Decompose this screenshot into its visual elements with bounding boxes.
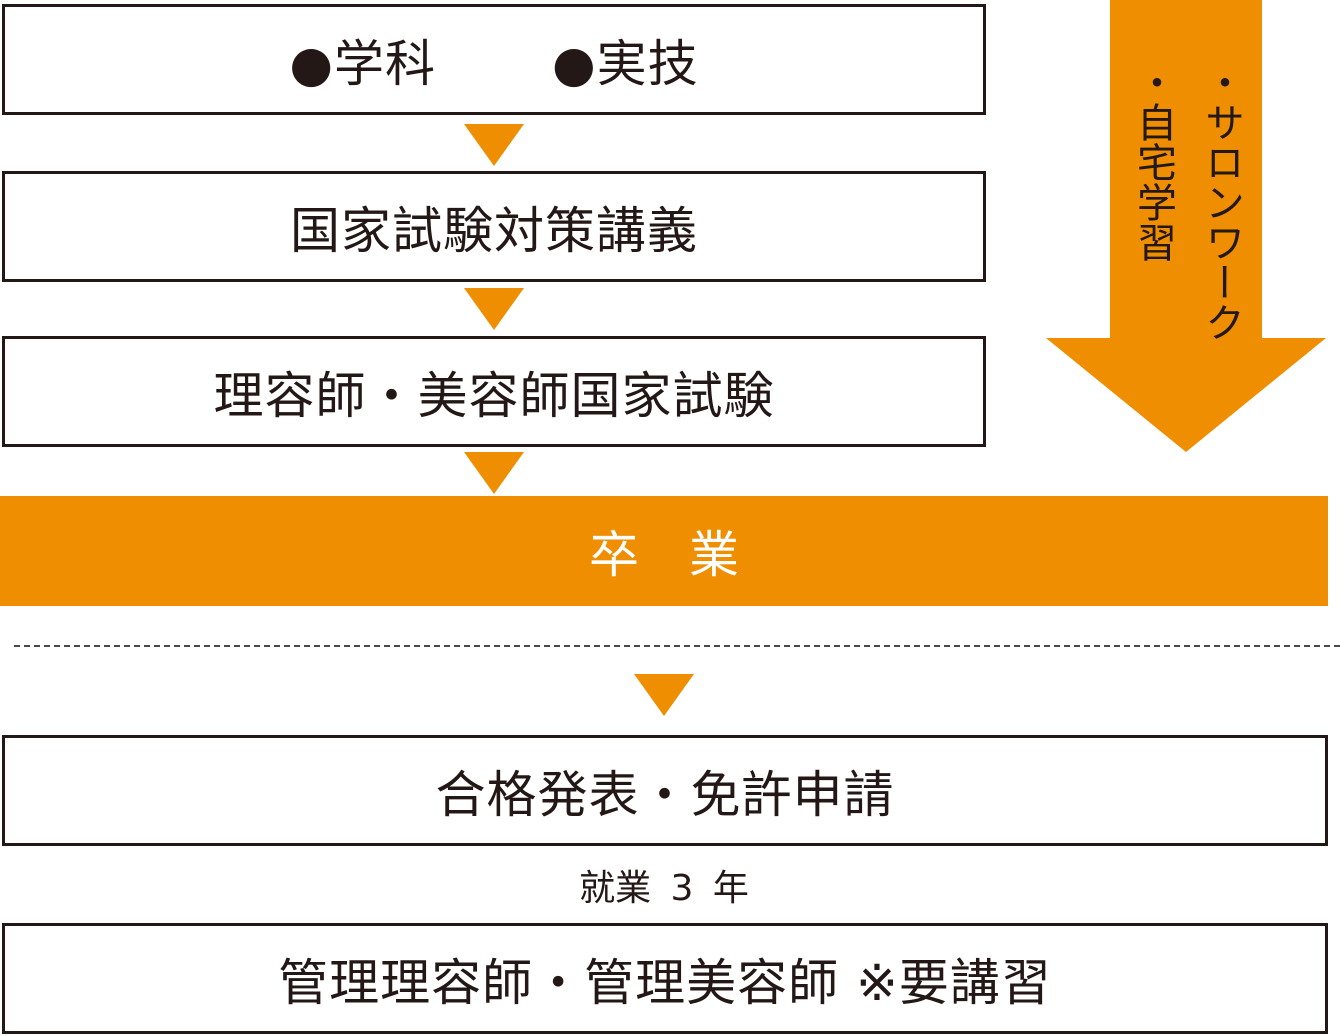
step-exam-prep: 国家試験対策講義 (2, 171, 986, 282)
work-years-label: 就業 3 年 (579, 868, 749, 909)
graduation-banner: 卒 業 (0, 496, 1328, 606)
side-label-salon-work: ・サロンワーク (1198, 62, 1244, 342)
separator-dashed-line (14, 645, 1340, 647)
side-arrow-shape (1046, 0, 1326, 452)
step-subjects: ●学科 ●実技 (2, 4, 986, 115)
down-arrow-1 (464, 124, 524, 166)
side-label-self-study: ・自宅学習 (1130, 62, 1176, 262)
step-license: 合格発表・免許申請 (2, 735, 1328, 846)
step-manager: 管理理容師・管理美容師 ※要講習 (2, 923, 1328, 1034)
step-national-exam: 理容師・美容師国家試験 (2, 336, 986, 447)
subject-practical: ●実技 (552, 34, 699, 93)
subject-theory: ●学科 (289, 34, 436, 93)
down-arrow-3 (464, 452, 524, 494)
down-arrow-4 (634, 674, 694, 716)
down-arrow-2 (464, 288, 524, 330)
